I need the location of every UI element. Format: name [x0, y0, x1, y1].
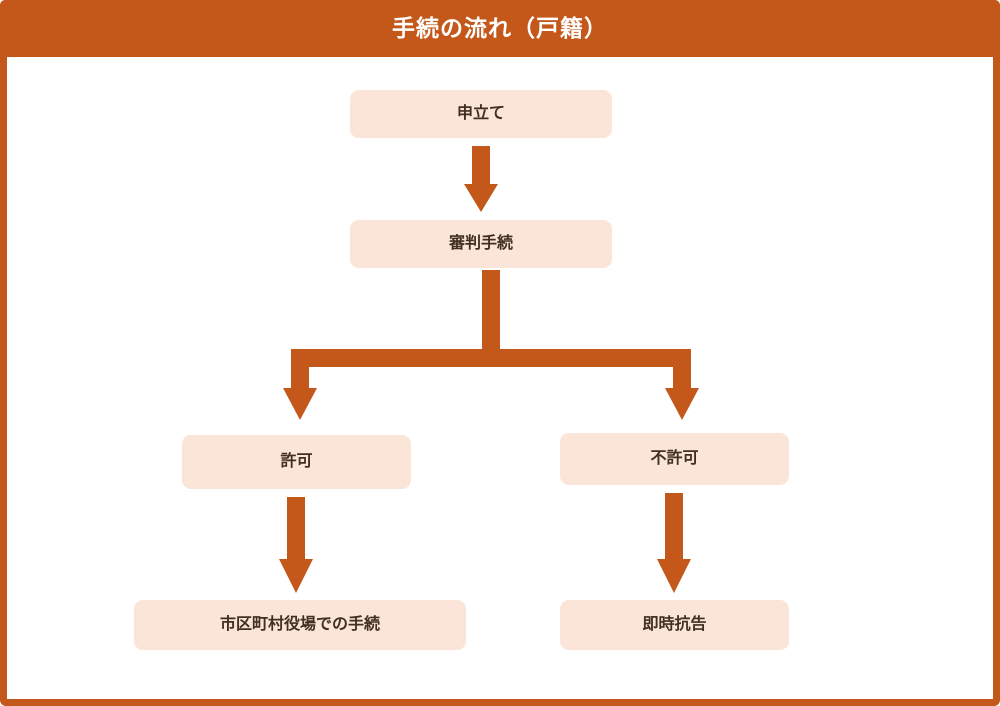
node-permit: 許可 — [182, 435, 411, 489]
node-apply: 申立て — [350, 90, 612, 138]
figure-title: 手続の流れ（戸籍） — [392, 15, 608, 41]
diagram-canvas — [7, 57, 993, 699]
arrow-deny-to-appeal-icon — [657, 493, 691, 593]
figure-header: 手続の流れ（戸籍） — [0, 0, 1000, 57]
node-apply-label: 申立て — [456, 105, 505, 122]
arrow-permit-to-city-office-icon — [279, 497, 313, 593]
node-city-office: 市区町村役場での手続 — [134, 600, 466, 650]
node-deny-label: 不許可 — [650, 450, 699, 467]
node-trial-label: 審判手続 — [448, 235, 513, 252]
split-trial-to-outcomes-icon — [283, 270, 699, 420]
node-city-office-label: 市区町村役場での手続 — [219, 616, 380, 633]
node-appeal-label: 即時抗告 — [642, 616, 707, 633]
node-appeal: 即時抗告 — [560, 600, 789, 650]
node-deny: 不許可 — [560, 433, 789, 485]
node-trial: 審判手続 — [350, 220, 612, 268]
node-permit-label: 許可 — [280, 453, 313, 470]
arrow-apply-to-trial-icon — [464, 146, 498, 212]
